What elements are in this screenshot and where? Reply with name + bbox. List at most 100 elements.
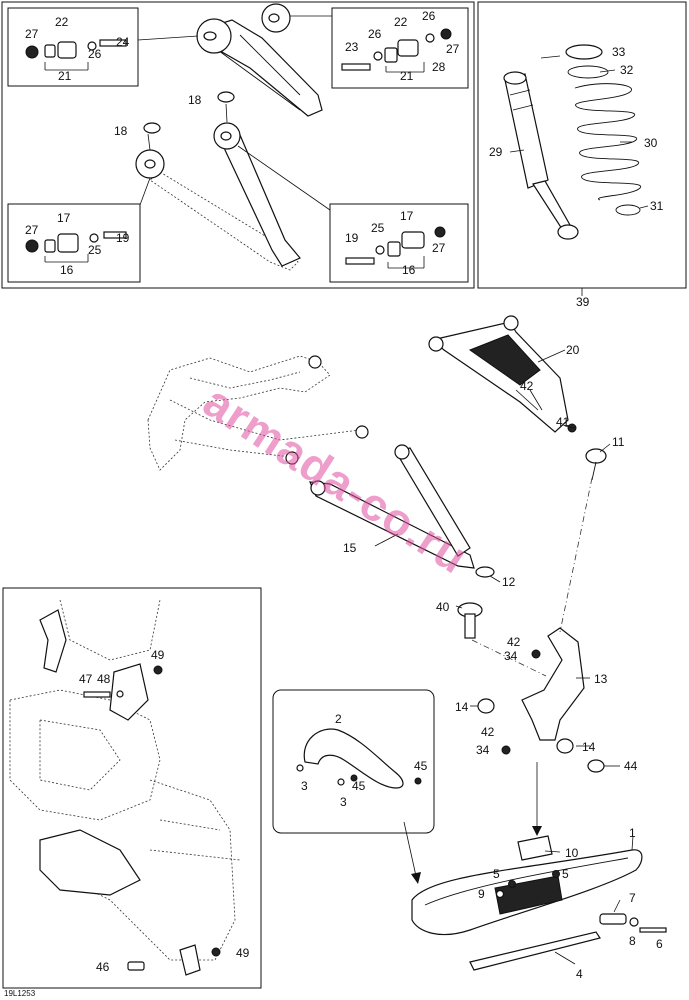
upper-a-arm [428, 315, 569, 433]
callout-labels: 27 22 26 24 21 22 26 26 23 27 28 21 18 1… [25, 9, 664, 981]
ski-handle-arrow [403, 821, 417, 877]
handle-screw-a [296, 764, 304, 772]
callout-17: 17 [400, 209, 414, 223]
bushing-set-lower-left [25, 231, 127, 263]
callout-30: 30 [644, 136, 658, 150]
spindle-bushing-right [556, 738, 574, 754]
ski-washer-8 [629, 917, 639, 927]
callout-19: 19 [345, 231, 359, 245]
callout-42: 42 [520, 379, 534, 393]
callout-47: 47 [79, 672, 93, 686]
callout-5: 5 [493, 867, 500, 881]
bushing-set-upper-left [25, 39, 127, 71]
ski-washer-9 [495, 889, 505, 899]
ski-handle-arrow-head [411, 872, 421, 884]
callout-32: 32 [620, 63, 634, 77]
tie-rod-end [567, 423, 607, 481]
callout-3: 3 [340, 795, 347, 809]
steering-centerline [559, 477, 593, 633]
callout-27: 27 [25, 223, 39, 237]
callout-26: 26 [368, 27, 382, 41]
callout-3: 3 [301, 779, 308, 793]
bushing-set-upper-right [341, 28, 452, 73]
callout-46: 46 [96, 960, 110, 974]
callout-49: 49 [151, 648, 165, 662]
callout-27: 27 [446, 42, 460, 56]
callout-14: 14 [582, 740, 596, 754]
ski-spacer [599, 913, 627, 925]
callout-31: 31 [650, 199, 664, 213]
callout-25: 25 [88, 243, 102, 257]
lower-a-arm-detail [135, 103, 331, 271]
callout-19: 19 [116, 231, 130, 245]
callout-41: 41 [556, 415, 570, 429]
washer-18-lower [143, 122, 161, 134]
callout-24: 24 [116, 35, 130, 49]
washer-18-upper [217, 91, 235, 103]
callout-17: 17 [57, 211, 71, 225]
callout-1: 1 [629, 826, 636, 840]
callout-40: 40 [436, 600, 450, 614]
callout-29: 29 [489, 145, 503, 159]
callout-7: 7 [629, 891, 636, 905]
callout-10: 10 [565, 846, 579, 860]
inset-upper-right [331, 7, 469, 89]
nut-spindle-upper [531, 649, 541, 659]
callout-14: 14 [455, 700, 469, 714]
kingpin-centerline [471, 639, 547, 677]
ski [411, 849, 643, 971]
callout-48: 48 [97, 672, 111, 686]
frame-outline [147, 355, 369, 471]
callout-34: 34 [504, 649, 518, 663]
callout-6: 6 [656, 937, 663, 951]
callout-25: 25 [371, 221, 385, 235]
ski-handle [303, 728, 404, 789]
inset-upper-left [7, 7, 139, 87]
handle-screw-b [337, 778, 345, 786]
callout-2: 2 [335, 712, 342, 726]
bushing-set-lower-right [345, 226, 446, 269]
callout-26: 26 [422, 9, 436, 23]
callout-5: 5 [562, 867, 569, 881]
callout-16: 16 [60, 263, 74, 277]
callout-16: 16 [402, 263, 416, 277]
callout-4: 4 [576, 967, 583, 981]
callout-20: 20 [566, 343, 580, 357]
callout-11: 11 [612, 435, 625, 449]
inset-lower-right [329, 203, 469, 283]
callout-26: 26 [88, 47, 102, 61]
spacer [587, 759, 605, 773]
ski-nut-5a [508, 880, 516, 888]
callout-18: 18 [114, 124, 128, 138]
callout-42: 42 [507, 635, 521, 649]
callout-42: 42 [481, 725, 495, 739]
handle-detail-panel [272, 689, 435, 834]
spindle [521, 627, 585, 741]
callout-45: 45 [414, 759, 428, 773]
callout-23: 23 [345, 40, 359, 54]
ski-arrow-head [532, 826, 542, 836]
spindle-bushing-left [477, 698, 495, 714]
handle-nut-a [350, 774, 358, 782]
callout-21: 21 [58, 69, 72, 83]
callout-21: 21 [400, 69, 414, 83]
frame-detail-panel [2, 587, 262, 989]
callout-28: 28 [432, 60, 446, 74]
callout-34: 34 [476, 743, 490, 757]
callout-22: 22 [394, 15, 408, 29]
leader-lines [374, 55, 649, 965]
callout-44: 44 [624, 759, 638, 773]
ski-nut-5b [552, 870, 560, 878]
callout-8: 8 [629, 934, 636, 948]
lower-a-arm [309, 444, 475, 569]
callout-22: 22 [55, 15, 69, 29]
coil-spring [565, 44, 641, 216]
callout-9: 9 [478, 887, 485, 901]
watermark: armada-co.ru [195, 375, 478, 584]
callout-13: 13 [594, 672, 608, 686]
callout-49: 49 [236, 946, 250, 960]
callout-12: 12 [502, 575, 516, 589]
ski-pad [517, 835, 553, 861]
nut-spindle-lower [501, 745, 511, 755]
shock-absorber [503, 71, 579, 240]
